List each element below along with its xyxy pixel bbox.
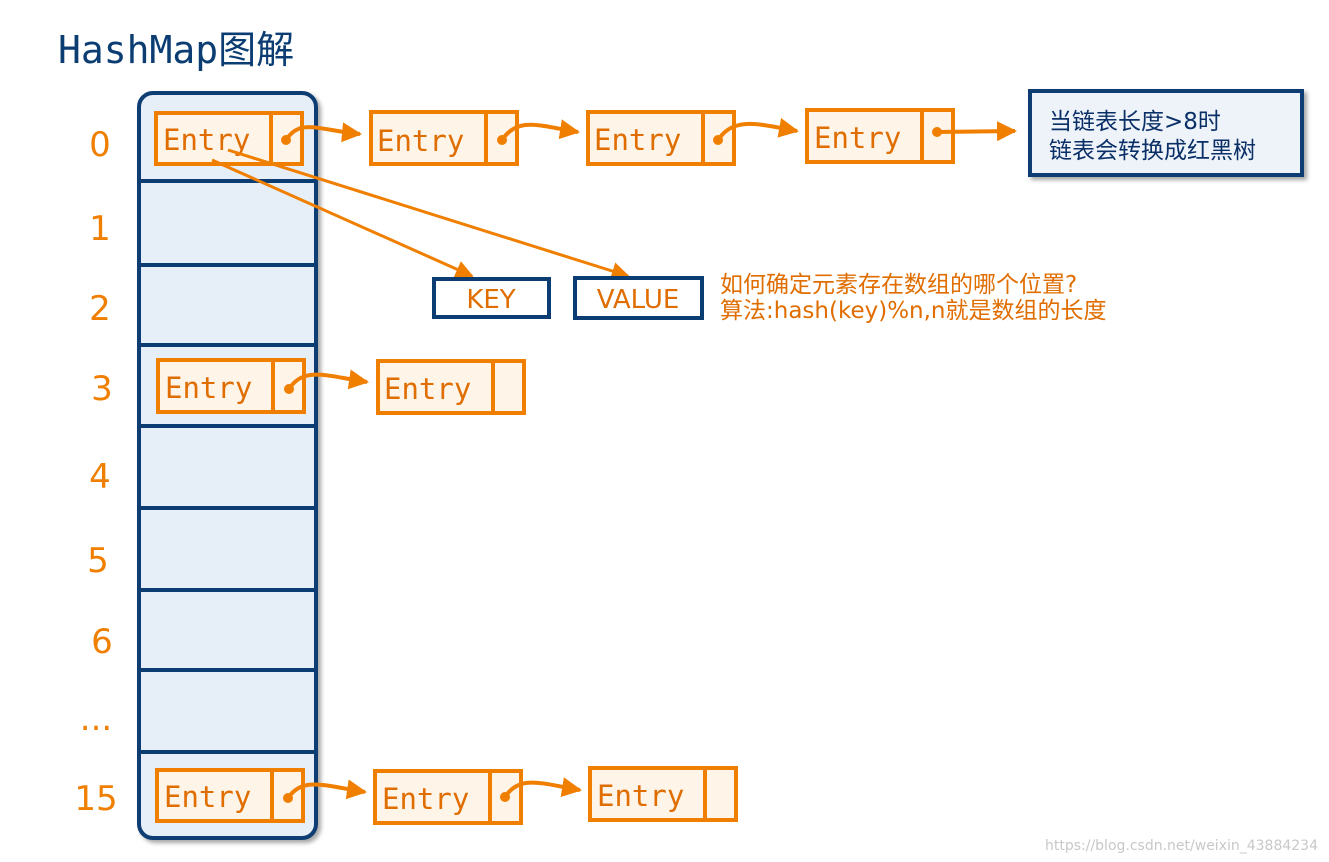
entry-box [156,358,275,414]
entry-label: Entry [597,779,684,813]
bucket-index-4: 4 [89,457,111,497]
value-label: VALUE [597,285,680,315]
note-line-1: 当链表长度>8时 [1049,109,1221,135]
next-pointer-box [703,766,738,822]
next-pointer-box [271,358,306,414]
next-arrow [284,122,362,143]
value-box: VALUE [573,276,704,320]
entry-box [376,359,495,415]
entry-box [154,111,273,166]
bucket-index-2: 2 [89,289,111,329]
next-arrow [286,779,367,800]
entry-node: Entry [586,110,736,166]
entry-label: Entry [384,372,471,406]
treeify-note: 当链表长度>8时 链表会转换成红黑树 [1028,89,1304,177]
entry-node: Entry [805,108,955,164]
entry-label: Entry [164,780,251,814]
next-arrow [936,121,1017,142]
entry-node: Entry [155,768,305,823]
entry-label: Entry [165,371,252,405]
next-arrow [287,369,369,391]
entry-node: Entry [588,766,738,822]
entry-box [805,108,924,164]
entry-node: Entry [373,769,523,825]
bucket-index-5: 5 [87,541,109,581]
next-pointer-box [491,359,526,415]
question-line-2: 算法:hash(key)%n,n就是数组的长度 [720,298,1107,324]
diagram-title: HashMap图解 [58,28,294,72]
bucket-index-1: 1 [89,209,111,249]
array-outline [137,91,318,840]
next-arrow [716,117,799,142]
bucket-index-ellipsis: ... [80,699,112,739]
key-box: KEY [432,277,551,319]
entry-node: Entry [156,358,306,414]
bucket-index-0: 0 [89,125,111,165]
key-label: KEY [466,285,515,315]
entry-node: Entry [369,110,519,166]
entry-label: Entry [377,124,464,158]
entry-label: Entry [382,782,469,816]
entry-box [586,110,705,166]
value-box-outline [573,276,704,320]
bucket-index-15: 15 [74,779,117,819]
key-pointer-arrow [211,158,474,278]
key-box-outline [432,277,551,319]
entry-box [373,769,492,825]
bucket-index-6: 6 [91,622,113,662]
question-line-1: 如何确定元素存在数组的哪个位置? [720,272,1077,298]
bucket-array [137,91,318,840]
entry-node: Entry [376,359,526,415]
next-arrow [503,777,582,799]
note-box [1028,89,1304,177]
bucket-index-3: 3 [91,369,113,409]
watermark: https://blog.csdn.net/weixin_43884234 [1045,838,1318,854]
note-line-2: 链表会转换成红黑树 [1049,138,1256,164]
entry-label: Entry [814,121,901,155]
entry-node: Entry [154,111,304,166]
value-pointer-arrow [227,148,630,280]
entry-label: Entry [594,123,681,157]
next-arrow [500,119,580,142]
entry-box [155,768,274,823]
